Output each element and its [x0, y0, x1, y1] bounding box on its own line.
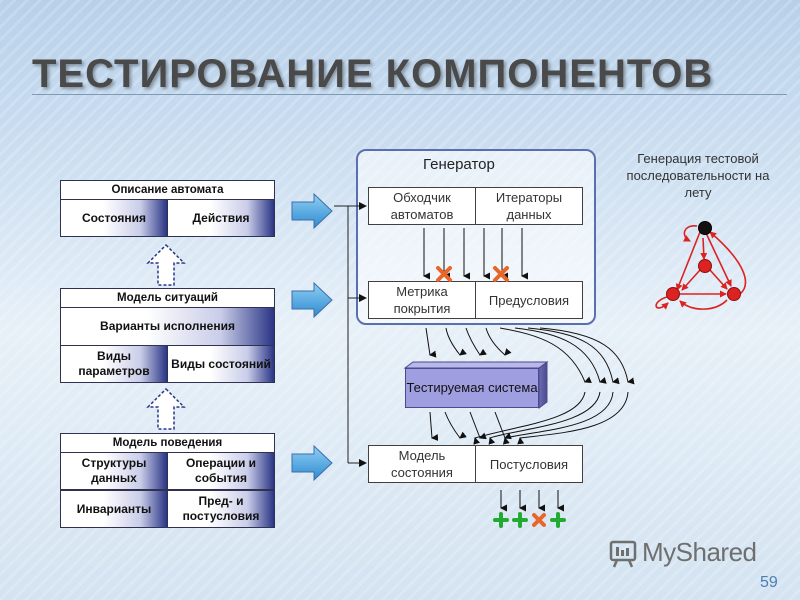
- title-underline: [32, 94, 787, 95]
- page-number: 59: [760, 574, 778, 591]
- logo-icon: [609, 540, 637, 568]
- variants-cell: Варианты исполнения: [60, 307, 275, 346]
- automaton-block: Описание автомата Состояния Действия: [60, 180, 275, 237]
- walker-box: Обходчик автоматов: [368, 187, 476, 225]
- ops-events-cell: Операции и события: [167, 452, 275, 490]
- page-title: ТЕСТИРОВАНИЕ КОМПОНЕНТОВ: [32, 52, 714, 96]
- postconditions-box: Постусловия: [475, 445, 583, 483]
- situations-block: Модель ситуаций Варианты исполнения Виды…: [60, 288, 275, 383]
- pre-post-cell: Пред- и постусловия: [167, 490, 275, 528]
- pass-icon: [493, 512, 566, 528]
- state-types-cell: Виды состояний: [167, 345, 275, 383]
- right-arrow-icon: [291, 193, 333, 229]
- model-state-box: Модель состояния: [368, 445, 476, 483]
- myshared-logo: MyShared: [642, 537, 757, 567]
- states-cell: Состояния: [60, 199, 168, 237]
- up-arrow-icon: [146, 387, 186, 430]
- fail-icon: [436, 266, 509, 282]
- param-types-cell: Виды параметров: [60, 345, 168, 383]
- state-graph: [655, 225, 747, 310]
- right-arrow-icon: [291, 445, 333, 481]
- preconditions-box: Предусловия: [475, 281, 583, 319]
- actions-cell: Действия: [167, 199, 275, 237]
- generation-note: Генерация тестовой последовательности на…: [626, 151, 770, 200]
- behavior-block: Модель поведения Структуры данных Операц…: [60, 433, 275, 528]
- invariants-cell: Инварианты: [60, 490, 168, 528]
- generator-title: Генератор: [423, 156, 495, 173]
- right-arrow-icon: [291, 282, 333, 318]
- fail-icon: [532, 513, 546, 527]
- iterators-box: Итераторы данных: [475, 187, 583, 225]
- up-arrow-icon: [146, 243, 186, 286]
- data-structures-cell: Структуры данных: [60, 452, 168, 490]
- metric-box: Метрика покрытия: [368, 281, 476, 319]
- situations-header: Модель ситуаций: [60, 288, 275, 308]
